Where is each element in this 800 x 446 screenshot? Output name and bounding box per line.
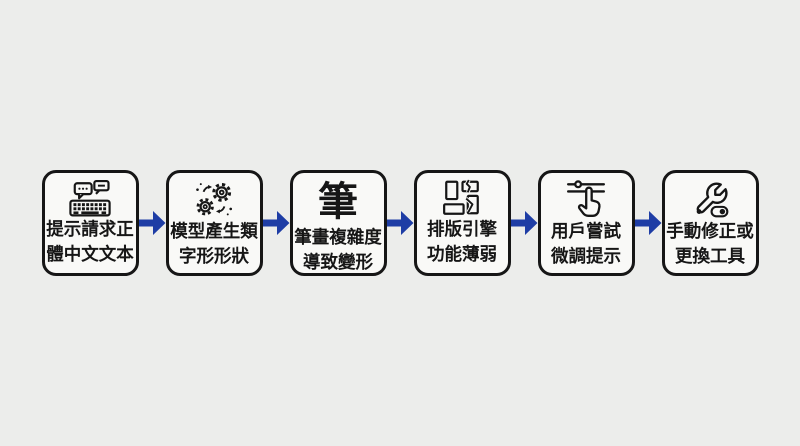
- step-label-line: 筆畫複雜度: [294, 227, 382, 247]
- chat-keyboard-icon: [68, 179, 112, 217]
- flow-step-manual-fix: 手動修正或 更換工具: [661, 170, 759, 276]
- step-label-line: 體中文文本: [46, 244, 134, 264]
- flow-arrow-icon: [386, 211, 413, 235]
- step-label-line: 導致變形: [303, 252, 373, 272]
- step-label-line: 模型產生類: [170, 221, 258, 241]
- flow-arrow-icon: [262, 211, 289, 235]
- flow-arrow-icon: [138, 211, 165, 235]
- step-label-line: 用戶嘗試: [551, 221, 621, 241]
- flow-arrow-icon: [634, 211, 661, 235]
- step-label-line: 手動修正或: [666, 221, 754, 241]
- flow-step-stroke-complexity: 筆 筆畫複雜度 導致變形: [289, 170, 387, 276]
- step-label-line: 功能薄弱: [427, 244, 497, 264]
- step-label-line: 微調提示: [551, 246, 621, 266]
- step-label-line: 排版引擎: [427, 219, 497, 239]
- wrench-toggle-icon: [689, 179, 731, 219]
- step-label-line: 提示請求正: [46, 219, 134, 239]
- broken-layout-icon: [441, 179, 483, 217]
- step-label-line: 更換工具: [675, 246, 745, 266]
- flow-step-layout-engine: 排版引擎 功能薄弱: [413, 170, 511, 276]
- flow-step-user-tweaks: 用戶嘗試 微調提示: [537, 170, 635, 276]
- flow-arrow-icon: [510, 211, 537, 235]
- hand-sliders-icon: [565, 179, 607, 219]
- gears-generate-icon: [192, 179, 236, 219]
- flow-step-prompt: 提示請求正 體中文文本: [41, 170, 139, 276]
- step-label-line: 字形形狀: [179, 246, 249, 266]
- flow-step-model-output: 模型產生類 字形形狀: [165, 170, 263, 276]
- brush-character-specimen: 筆: [318, 179, 358, 224]
